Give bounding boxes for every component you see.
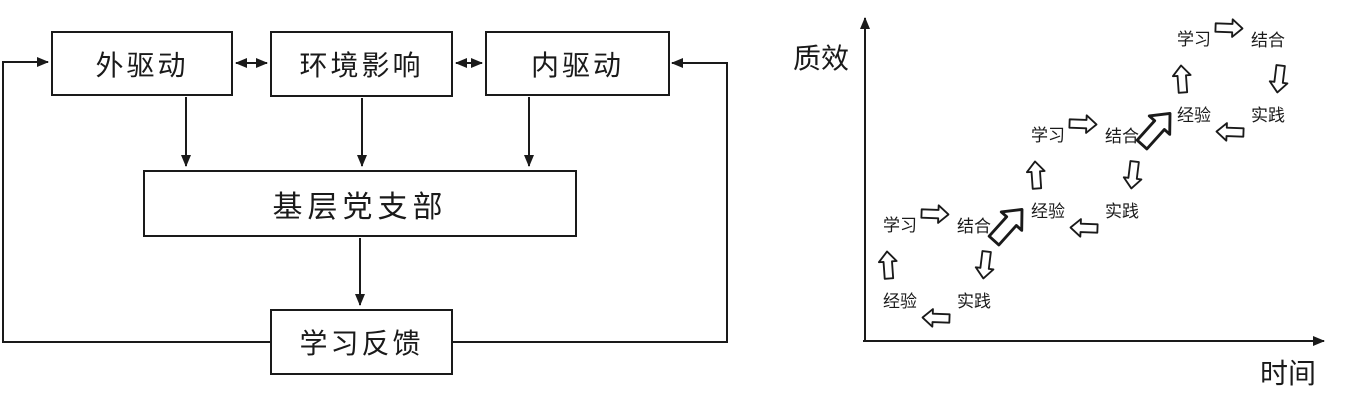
arrow-down-icon [1121,157,1145,193]
arrow-up-icon [876,247,900,283]
spiral-cycle-1: 学习 结合 实践 经验 [875,200,997,330]
cycle2-label-combine: 结合 [1105,127,1139,147]
box-internal-drive-label: 内驱动 [530,48,624,82]
spiral-cycle-3: 学习 结合 实践 经验 [1169,14,1291,144]
arrow-right-icon [919,202,951,226]
cycle1-label-practice: 实践 [957,292,991,312]
feedback-loop-right [453,58,728,343]
cycle3-label-experience: 经验 [1177,106,1211,126]
spiral-cycle-2: 学习 结合 实践 经验 [1023,110,1145,240]
box-learning-feedback: 学习反馈 [270,309,453,375]
cycle1-label-learn: 学习 [883,216,917,236]
box-external-drive: 外驱动 [51,31,233,96]
arrow-left-icon [1214,120,1246,144]
cycle3-label-learn: 学习 [1177,30,1211,50]
box-party-branch: 基层党支部 [143,170,577,237]
box-internal-drive: 内驱动 [485,31,670,96]
cycle1-label-experience: 经验 [883,292,917,312]
box-environment-influence: 环境影响 [270,31,453,97]
y-axis-label: 质效 [793,42,850,75]
arrow-right-icon [1067,112,1099,136]
cycle2-label-experience: 经验 [1031,202,1065,222]
arrow-right-icon [1213,16,1245,40]
box-party-branch-label: 基层党支部 [272,189,448,225]
arrow-left-icon [920,306,952,330]
cycle3-label-practice: 实践 [1251,106,1285,126]
cycle2-label-practice: 实践 [1105,202,1139,222]
box-external-drive-label: 外驱动 [95,48,189,82]
cycle2-label-learn: 学习 [1031,126,1065,146]
box-learning-feedback-label: 学习反馈 [299,327,424,360]
box-environment-influence-label: 环境影响 [299,49,424,82]
arrow-up-icon [1170,61,1194,97]
cycle3-label-combine: 结合 [1251,31,1285,51]
arrow-up-icon [1024,157,1048,193]
arrow-down-icon [1267,61,1291,97]
cycle1-label-combine: 结合 [957,217,991,237]
x-axis-label: 时间 [1260,357,1317,390]
arrow-left-icon [1068,216,1100,240]
big-ascend-arrow-icon [982,194,1034,256]
feedback-loop-left [2,57,270,343]
